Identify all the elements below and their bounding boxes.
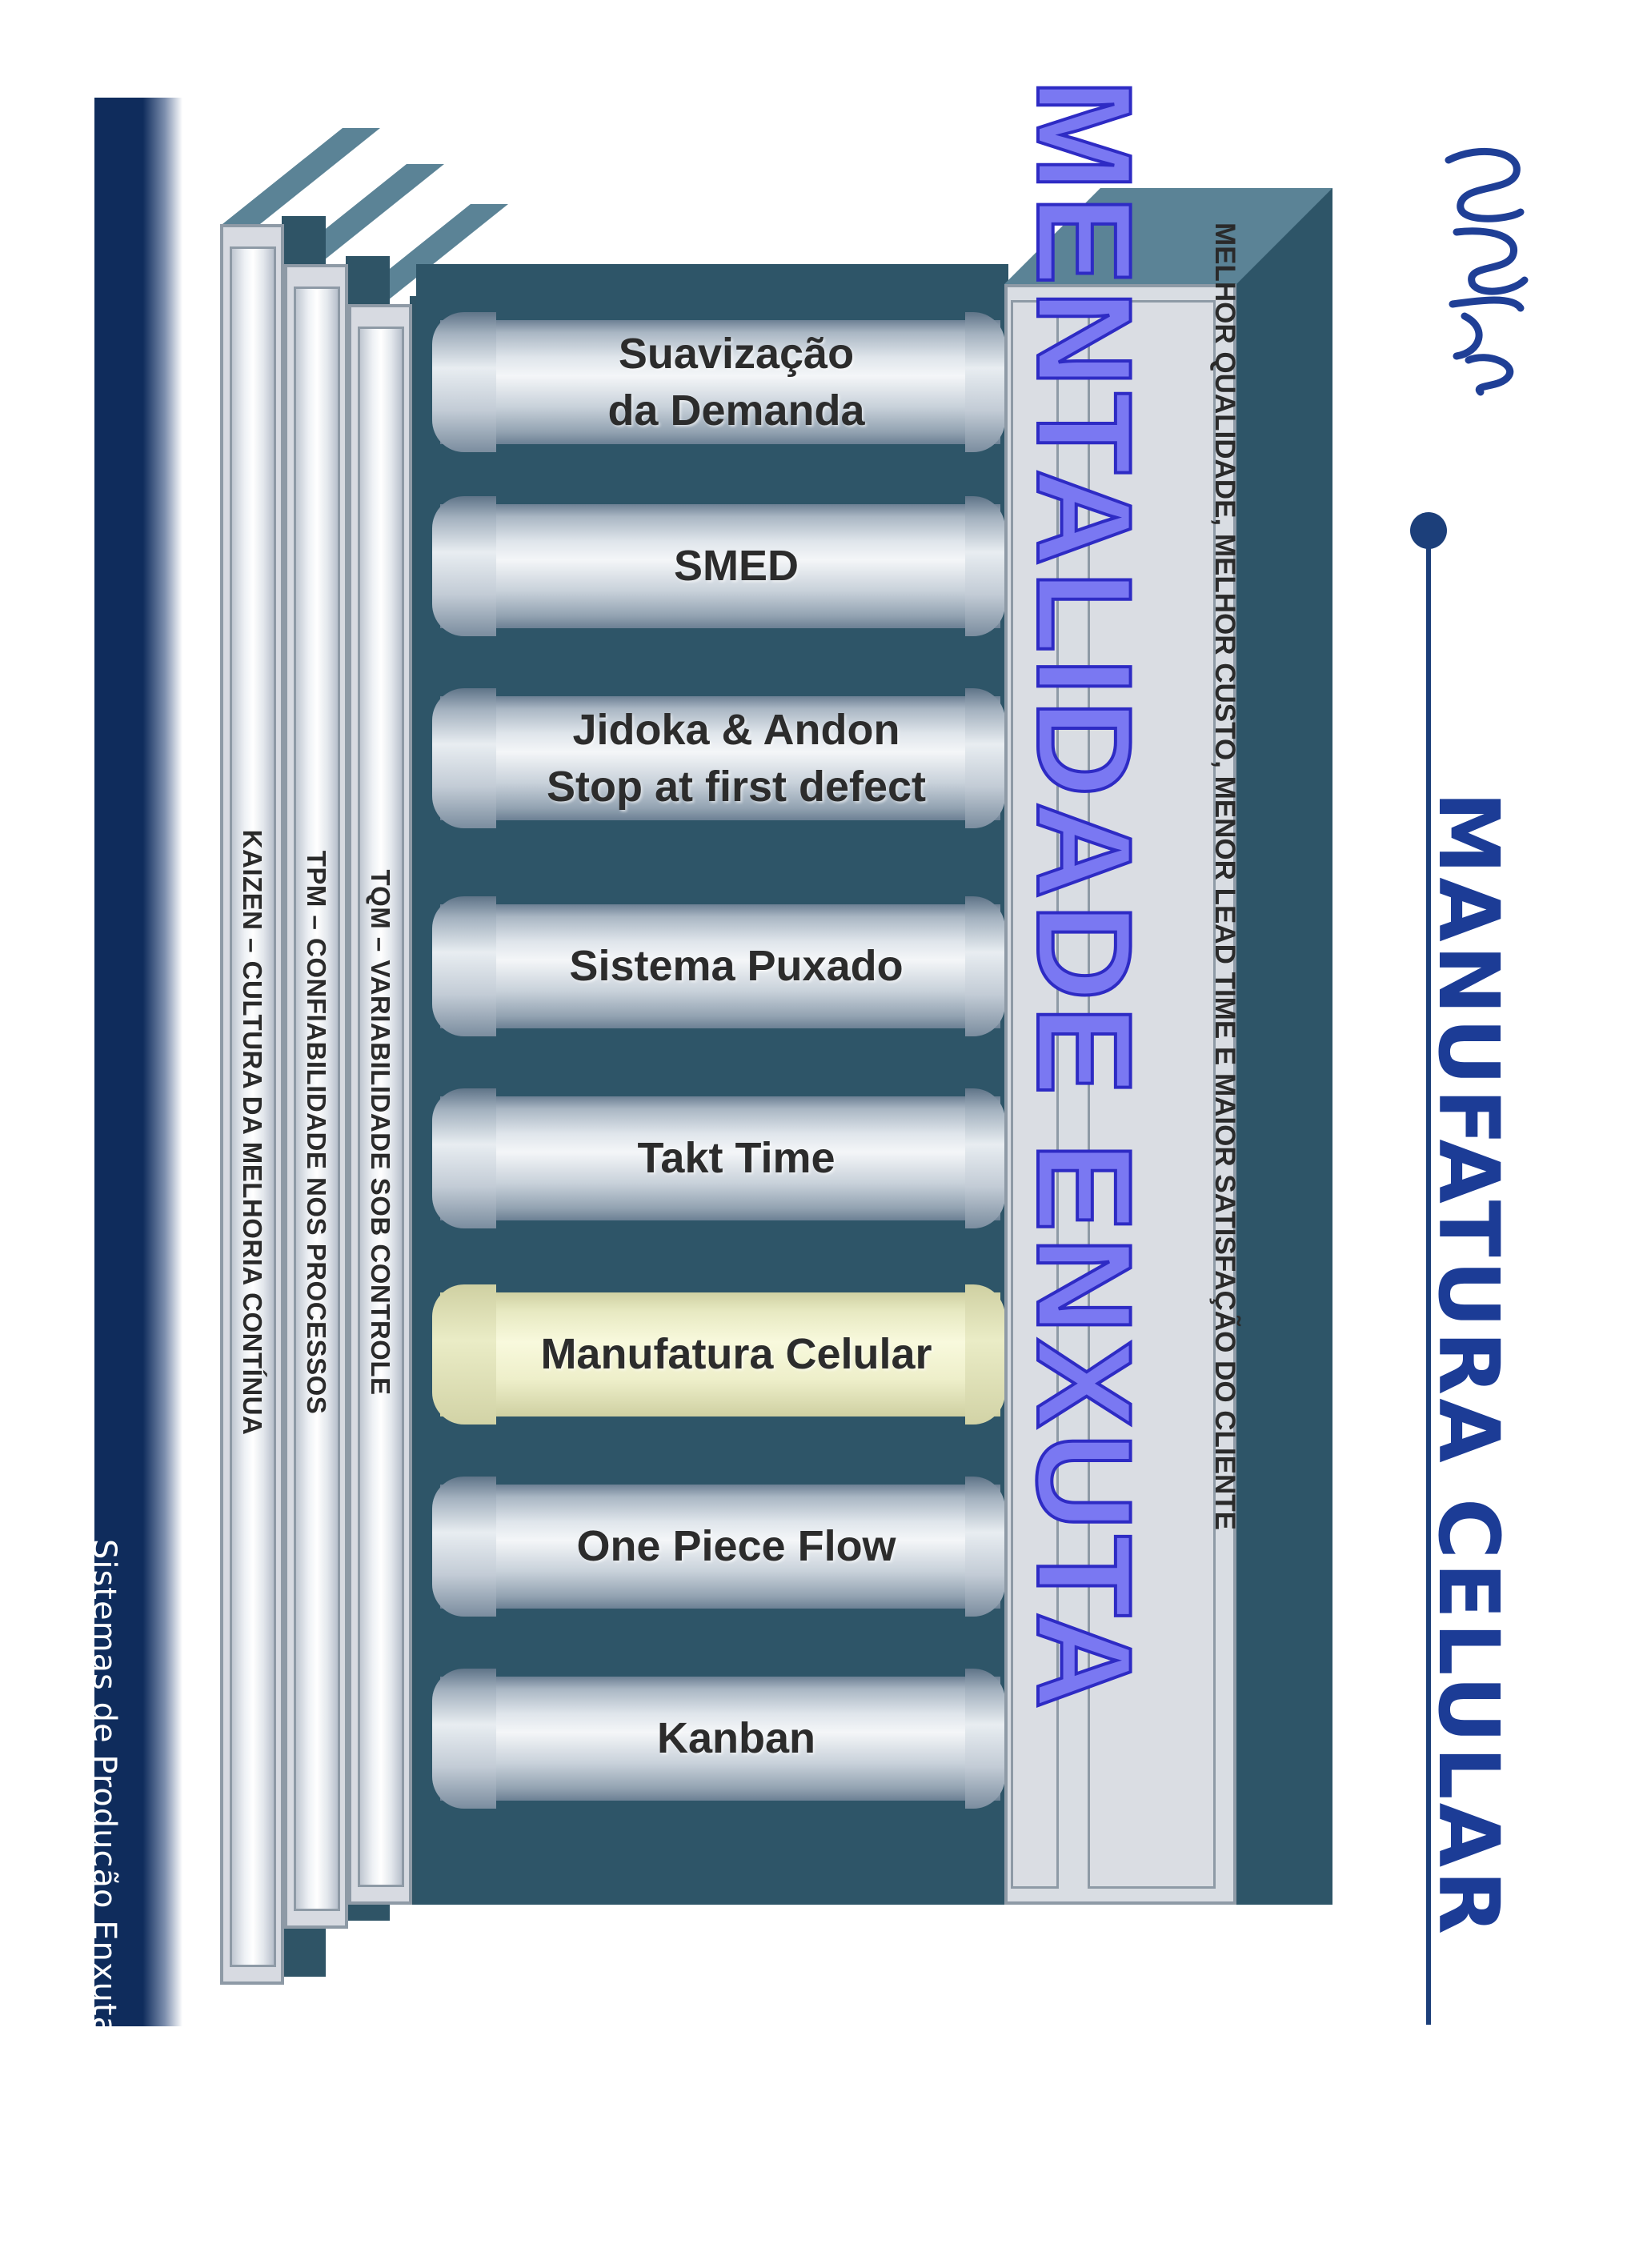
page-title: MANUFATURA CELULAR [1420,791,1517,1938]
roof-side [1236,188,1332,1905]
roof-title-panel [1088,300,1216,1889]
pillar-kanban: Kanban [432,1669,1005,1809]
pillar-manufatura-celular: Manufatura Celular [432,1284,1005,1425]
slab-top-kaizen [222,128,380,224]
slab-top-tpm [287,164,444,260]
signature-logo [1445,147,1529,396]
footer-text: Sistemas de Produção Enxuta [86,1538,122,2038]
pillar-label: Manufatura Celular [540,1330,932,1379]
slab-label-tqm: TQM – VARIABILIDADE SOB CONTROLE [366,869,395,1396]
roof-block [1004,284,1236,1905]
slab-tpm [284,264,348,1929]
pillar-label: SMED [673,542,799,591]
roof-title: MENTALIDADE ENXUTA [1008,77,1162,1715]
pillar-suavizacao: Suavização da Demanda [432,312,1005,452]
pillar-label: Sistema Puxado [569,942,904,991]
pillar-label: Kanban [656,1714,816,1763]
pillar-label: Takt Time [637,1134,836,1183]
title-divider-dot [1410,512,1447,549]
slab-kaizen [220,224,284,1985]
pillar-one-piece-flow: One Piece Flow [432,1477,1005,1617]
pillar-smed: SMED [432,496,1005,636]
pillar-takt-time: Takt Time [432,1088,1005,1228]
slab-label-kaizen: KAIZEN – CULTURA DA MELHORIA CONTÍNUA [238,829,267,1436]
slab-tqm [348,304,412,1905]
roof-tagline: MELHOR QUALIDADE, MELHOR CUSTO, MENOR LE… [1209,222,1240,1530]
roof-top [1004,188,1332,284]
pillar-jidoka-andon: Jidoka & Andon Stop at first defect [432,688,1005,828]
pillar-label: One Piece Flow [576,1522,896,1571]
pillar-label: Jidoka & Andon Stop at first defect [546,706,927,811]
title-divider-line [1426,528,1431,2025]
roof-tagline-panel [1011,300,1059,1889]
foundation-tops [222,128,508,300]
left-stripe [94,98,182,2026]
pillar-sistema-puxado: Sistema Puxado [432,896,1005,1036]
pillar-label: Suavização da Demanda [607,330,865,435]
slab-top-tqm [351,204,508,300]
slab-label-tpm: TPM – CONFIABILIDADE NOS PROCESSOS [302,850,331,1415]
